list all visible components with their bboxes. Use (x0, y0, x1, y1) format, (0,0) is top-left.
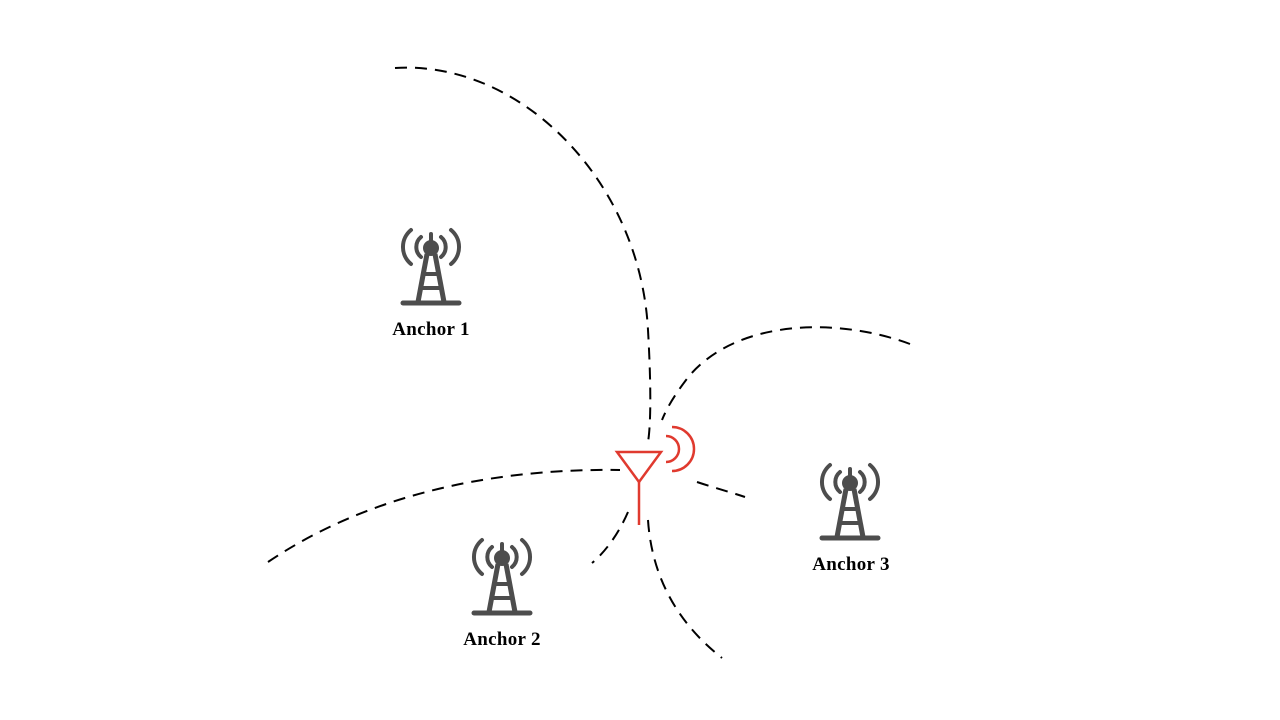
range-arc-anchor-3 (661, 326, 911, 421)
tag (614, 425, 696, 525)
anchor-label: Anchor 3 (812, 554, 890, 575)
anchor-1: Anchor 1 (392, 230, 470, 340)
range-arc-anchor-1 (394, 66, 652, 443)
range-arcs (267, 66, 911, 659)
range-arc-anchor-2 (267, 468, 621, 563)
radio-tower-icon (403, 230, 459, 303)
radio-tower-icon (822, 465, 878, 538)
range-arc-anchor-3b (696, 481, 746, 498)
antenna-icon (614, 425, 696, 525)
radio-tower-icon (474, 540, 530, 613)
range-arc-anchor-1b (647, 519, 723, 659)
anchor-2: Anchor 2 (463, 540, 541, 650)
anchor-label: Anchor 1 (392, 319, 470, 340)
range-arc-anchor-2b (591, 511, 629, 564)
anchor-label: Anchor 2 (463, 629, 541, 650)
anchor-3: Anchor 3 (812, 465, 890, 575)
